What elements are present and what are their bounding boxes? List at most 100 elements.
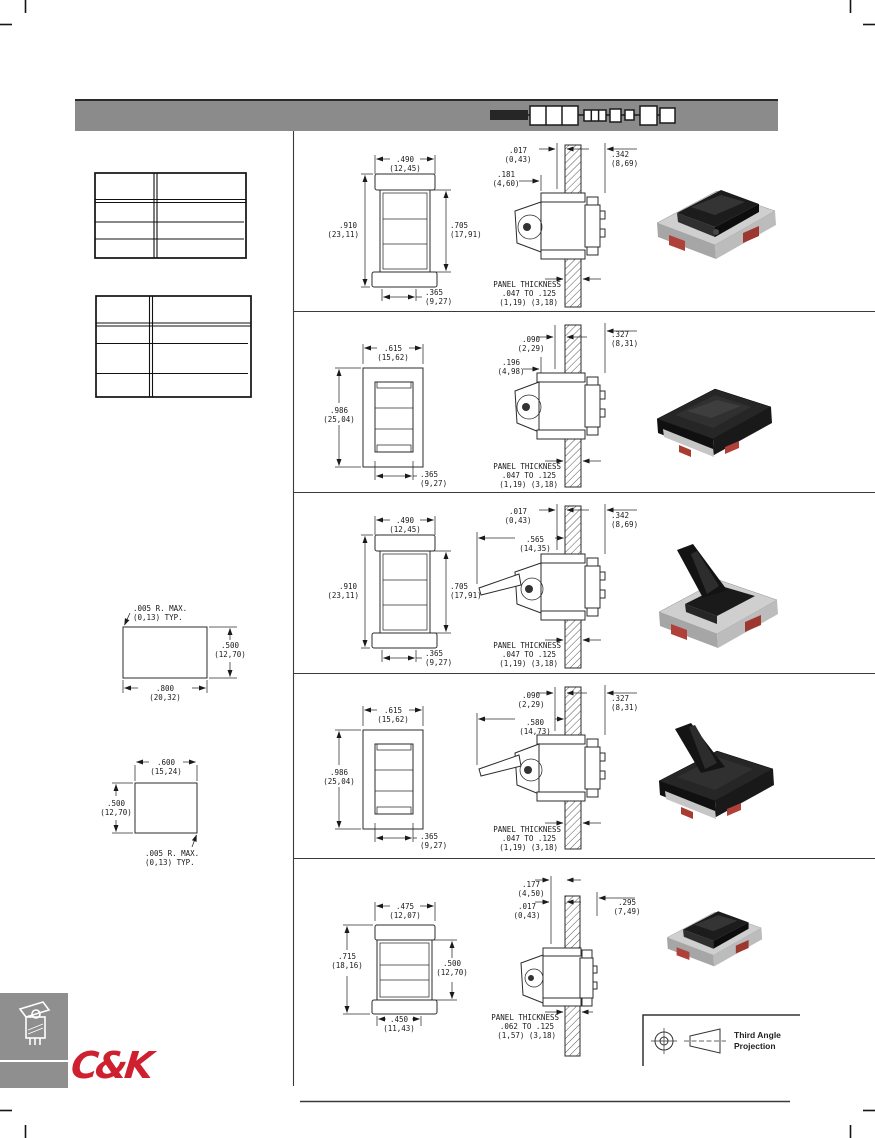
panel-thickness-label: PANEL THICKNESS [491, 1013, 559, 1022]
dim-label: .365 [420, 470, 438, 479]
section-dividers [292, 131, 875, 1103]
panel-hatch-lower [564, 254, 582, 308]
dim-mm-label: (4,60) [492, 179, 519, 188]
drawing-row-bezel-rocker-615: .615 (15,62) .986 (25,04) .365 (9,27) [323, 323, 772, 489]
drawing-row-paddle-490: .490 (12,45) .910 (23,11) .705 (17,91) .… [327, 504, 778, 669]
dim-mm-label: (8,31) [611, 339, 638, 348]
dim-mm-label: (14,73) [519, 727, 551, 736]
dim-label: .705 [450, 221, 468, 230]
dim-label: .196 [502, 358, 521, 367]
dim-mm-label: (12,70) [214, 650, 246, 659]
drawing-row-mini-rocker-475: .475 (12,07) .715 (18,16) .500 (12,70) .… [331, 876, 763, 1057]
dim-label: .910 [339, 582, 358, 591]
front-view-drawing: .475 (12,07) .715 (18,16) .500 (12,70) .… [331, 902, 468, 1033]
dim-mm-label: (17,91) [450, 591, 482, 600]
dim-label: .177 [522, 880, 540, 889]
panel-hatch-upper [564, 324, 582, 378]
panel-thickness-mm: (1,19) (3,18) [499, 843, 558, 852]
panel-thickness-label: PANEL THICKNESS [493, 280, 561, 289]
dim-label: .600 [157, 758, 176, 767]
dim-mm-label: (9,27) [425, 658, 452, 667]
dim-label: .342 [611, 150, 629, 159]
panel-thickness-value: .047 TO .125 [502, 834, 556, 843]
dim-label: .475 [396, 902, 414, 911]
dim-mm-label: (8,69) [611, 520, 638, 529]
dim-label: .017 [509, 146, 527, 155]
dim-label: .327 [611, 694, 629, 703]
side-view-drawing: .017 (0,43) .342 (8,69) .565 (14,35) PAN… [476, 504, 638, 669]
dim-mm-label: (4,50) [517, 889, 544, 898]
dim-mm-label: (9,27) [425, 297, 452, 306]
dim-mm-label: (14,35) [519, 544, 551, 553]
dim-label: .017 [518, 902, 536, 911]
front-view-drawing: .615 (15,62) .986 (25,04) .365 (9,27) [323, 344, 447, 488]
panel-thickness-value: .047 TO .125 [502, 650, 556, 659]
dim-mm-label: (12,70) [100, 808, 132, 817]
panel-cutout-drawing-2: .600 (15,24) .500 (12,70) .005 R. MAX. (… [100, 758, 199, 867]
dim-mm-label: (23,11) [327, 591, 359, 600]
dim-mm-label: (25,04) [323, 415, 355, 424]
drawing-row-rocker-490: .490 (12,45) .910 (23,11) .705 (17,91) .… [327, 143, 776, 308]
third-angle-projection-box: Third Angle Projection [642, 1014, 800, 1066]
dim-label: .715 [338, 952, 356, 961]
paddle-lever [478, 754, 522, 777]
dim-label: .365 [425, 288, 443, 297]
dim-mm-label: (0,13) TYP. [145, 858, 195, 867]
dim-mm-label: (23,11) [327, 230, 359, 239]
panel-hatch-lower [564, 615, 582, 669]
dim-label: .090 [522, 691, 541, 700]
dim-mm-label: (0,43) [504, 155, 531, 164]
dim-label: .500 [107, 799, 126, 808]
part-number-filled-box [490, 110, 528, 120]
spec-table-1 [94, 172, 247, 259]
dim-mm-label: (20,32) [149, 693, 181, 702]
dim-label: (0,13) TYP. [133, 613, 183, 622]
panel-hatch-lower [564, 434, 582, 488]
panel-hatch-upper [564, 686, 582, 740]
panel-thickness-label: PANEL THICKNESS [493, 641, 561, 650]
brand-logo: C&K [69, 1044, 153, 1087]
sidebar-category-block [0, 993, 68, 1060]
panel-thickness-mm: (1,19) (3,18) [499, 659, 558, 668]
panel-hatch-upper [564, 895, 581, 953]
spec-table-2 [95, 295, 252, 398]
dim-mm-label: (2,29) [517, 700, 544, 709]
dim-label: .500 [443, 959, 462, 968]
front-view-drawing: .615 (15,62) .986 (25,04) .365 (9,27) [323, 706, 447, 850]
side-view-drawing: .090 (2,29) .327 (8,31) .196 (4,98) PANE… [493, 323, 638, 489]
product-photo-bezel-paddle [658, 723, 774, 819]
product-photo-rocker [656, 190, 776, 259]
side-view-drawing: .090 (2,29) .327 (8,31) .580 (14,73) PAN… [476, 685, 638, 852]
product-photo-bezel-rocker [656, 388, 772, 457]
panel-hatch-lower [564, 999, 581, 1057]
drawing-row-bezel-paddle-615: .615 (15,62) .986 (25,04) .365 (9,27) [323, 685, 774, 852]
dim-label: .565 [526, 535, 544, 544]
panel-thickness-label: PANEL THICKNESS [493, 462, 561, 471]
panel-thickness-label: PANEL THICKNESS [493, 825, 561, 834]
dim-label: .910 [339, 221, 358, 230]
dim-label: .986 [330, 768, 349, 777]
dim-label: .705 [450, 582, 468, 591]
header-bar [75, 99, 778, 131]
dim-label: .365 [420, 832, 438, 841]
dim-mm-label: (12,70) [436, 968, 468, 977]
dim-label: .490 [396, 516, 415, 525]
part-number-builder-boxes [490, 105, 676, 126]
paddle-lever [478, 573, 522, 596]
rocker-switch-icon [18, 1001, 51, 1045]
dim-label: .181 [497, 170, 515, 179]
dim-mm-label: (15,62) [377, 353, 409, 362]
panel-hatch-lower [564, 796, 582, 850]
projection-label-line2: Projection [734, 1041, 776, 1051]
product-photo-paddle [658, 544, 778, 648]
dim-mm-label: (9,27) [420, 479, 447, 488]
dim-label: .450 [390, 1015, 409, 1024]
dim-mm-label: (11,43) [383, 1024, 415, 1033]
dim-label: .580 [526, 718, 545, 727]
dim-mm-label: (7,49) [613, 907, 640, 916]
front-view-drawing: .490 (12,45) .910 (23,11) .705 (17,91) .… [327, 516, 482, 667]
panel-thickness-mm: (1,57) (3,18) [497, 1031, 556, 1040]
dim-mm-label: (12,45) [389, 525, 421, 534]
dim-mm-label: (18,16) [331, 961, 363, 970]
